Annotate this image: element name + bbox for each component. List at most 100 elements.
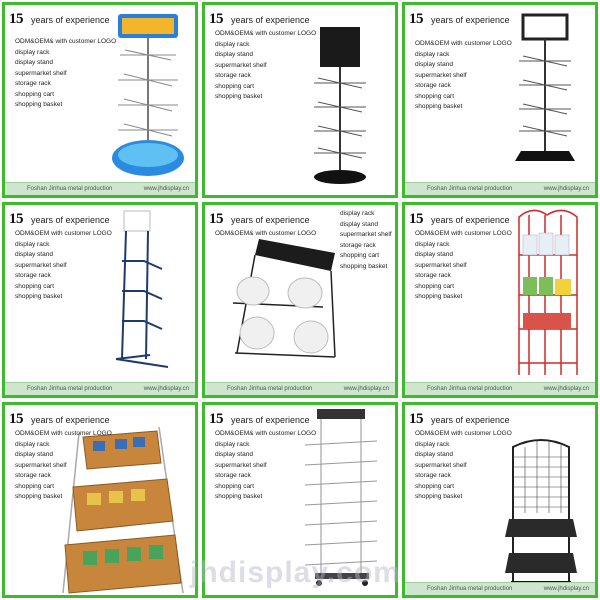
feature-item: storage rack (15, 272, 51, 279)
feature-list: ODM&OEM& with customer LOGO display rack… (215, 29, 316, 103)
feature-list-side: display rack display stand supermarket s… (340, 209, 392, 272)
feature-item: display rack (215, 40, 250, 48)
card-footer: Foshan Jinhua metal production www.jhdis… (5, 182, 195, 195)
feature-list: ODM&OEM with customer LOGO display rack … (415, 229, 512, 303)
feature-item: supermarket shelf (415, 461, 467, 469)
footer-company: Foshan Jinhua metal production (427, 186, 513, 192)
feature-list: ODM&OEM with customer LOGO display rack … (415, 39, 512, 113)
years-label: years of experience (231, 215, 310, 225)
years-label: years of experience (431, 215, 510, 225)
product-card-wicker-basket-rack[interactable]: 15 years of experience ODM&OEM with cust… (2, 402, 198, 598)
product-card-red-wire-rack[interactable]: 15 years of experience ODM&OEM with cust… (402, 202, 598, 398)
experience-heading: 15 years of experience (209, 411, 310, 428)
feature-item: shopping cart (215, 82, 255, 90)
footer-site: www.jhdisplay.cn (343, 386, 389, 392)
years-number: 15 (409, 11, 424, 27)
feature-item: shopping basket (415, 293, 463, 300)
card-footer: Foshan Jinhua metal production www.jhdis… (205, 382, 395, 395)
product-card-candy-jar-rack[interactable]: 15 years of experience ODM&OEM& with cus… (202, 202, 398, 398)
years-number: 15 (9, 411, 24, 427)
feature-item: storage rack (415, 272, 451, 279)
product-card-white-gondola-rack[interactable]: 15 years of experience ODM&OEM& with cus… (202, 402, 398, 598)
feature-item: shopping cart (415, 282, 455, 290)
years-label: years of experience (31, 415, 110, 425)
feature-item: supermarket shelf (215, 61, 267, 69)
footer-company: Foshan Jinhua metal production (27, 186, 113, 192)
feature-item: shopping basket (215, 93, 263, 100)
experience-heading: 15 years of experience (409, 411, 510, 428)
feature-item: display stand (15, 59, 53, 66)
feature-item: shopping cart (15, 90, 55, 98)
feature-item: shopping cart (415, 482, 455, 490)
feature-item: display rack (415, 50, 450, 58)
feature-item: display rack (340, 210, 375, 217)
product-card-spinner-blue[interactable]: 15 years of experience ODM&OEM& with cus… (2, 2, 198, 198)
years-label: years of experience (231, 15, 310, 25)
years-number: 15 (409, 411, 424, 427)
feature-item: storage rack (415, 82, 451, 89)
product-card-pole-frame-black[interactable]: 15 years of experience ODM&OEM with cust… (402, 2, 598, 198)
feature-item: display stand (340, 220, 378, 228)
feature-item: supermarket shelf (415, 71, 467, 79)
experience-heading: 15 years of experience (209, 211, 310, 228)
gondola-rack-image (304, 409, 378, 586)
feature-item: storage rack (215, 472, 251, 479)
wicker-rack-image (62, 426, 184, 594)
years-number: 15 (409, 211, 424, 227)
footer-company: Foshan Jinhua metal production (427, 586, 513, 592)
feature-item: ODM&OEM& with customer LOGO (215, 30, 317, 37)
feature-item: display rack (215, 440, 250, 448)
feature-item: shopping basket (15, 101, 63, 108)
feature-item: ODM&OEM& with customer LOGO (215, 430, 317, 437)
feature-item: display rack (15, 440, 50, 448)
feature-list: ODM&OEM with customer LOGO display rack … (15, 229, 112, 303)
feature-item: display rack (15, 240, 50, 248)
floor-rack-image (115, 210, 169, 368)
feature-item: shopping basket (15, 293, 63, 300)
feature-item: display stand (15, 251, 53, 258)
card-footer: Foshan Jinhua metal production www.jhdis… (405, 182, 595, 195)
feature-item: shopping basket (215, 493, 263, 500)
years-label: years of experience (431, 415, 510, 425)
footer-site: www.jhdisplay.cn (543, 186, 589, 192)
feature-item: shopping basket (15, 493, 63, 500)
product-card-floor-rack-blue[interactable]: 15 years of experience ODM&OEM with cust… (2, 202, 198, 398)
mesh-rack-image (505, 439, 577, 585)
feature-item: display rack (415, 240, 450, 248)
feature-item: ODM&OEM with customer LOGO (415, 230, 512, 237)
feature-item: storage rack (340, 241, 376, 249)
frame-rack-image (515, 13, 575, 161)
feature-item: ODM&OEM& with customer LOGO (15, 38, 117, 45)
feature-item: shopping cart (215, 482, 255, 490)
product-card-black-mesh-rack[interactable]: 15 years of experience ODM&OEM with cust… (402, 402, 598, 598)
experience-heading: 15 years of experience (9, 211, 110, 228)
card-footer: Foshan Jinhua metal production www.jhdis… (5, 382, 195, 395)
feature-item: supermarket shelf (15, 69, 67, 77)
footer-company: Foshan Jinhua metal production (227, 386, 313, 392)
feature-item: display stand (15, 451, 53, 458)
feature-item: shopping basket (340, 262, 388, 270)
footer-site: www.jhdisplay.cn (143, 186, 189, 192)
experience-heading: 15 years of experience (409, 211, 510, 228)
feature-item: storage rack (215, 72, 251, 79)
feature-item: storage rack (15, 80, 51, 87)
feature-list: ODM&OEM& with customer LOGO display rack… (15, 37, 116, 111)
feature-list: ODM&OEM with customer LOGO display rack … (15, 429, 112, 503)
feature-item: storage rack (15, 472, 51, 479)
footer-site: www.jhdisplay.cn (543, 386, 589, 392)
years-number: 15 (9, 211, 24, 227)
pole-rack-image (314, 27, 366, 184)
feature-item: ODM&OEM with customer LOGO (15, 230, 112, 237)
years-number: 15 (209, 211, 224, 227)
feature-item: storage rack (415, 472, 451, 479)
years-label: years of experience (231, 415, 310, 425)
feature-list: ODM&OEM& with customer LOGO (215, 229, 316, 240)
experience-heading: 15 years of experience (9, 411, 110, 428)
feature-list: ODM&OEM with customer LOGO display rack … (415, 429, 512, 503)
feature-item: supermarket shelf (340, 231, 392, 238)
product-card-pole-sign-black[interactable]: 15 years of experience ODM&OEM& with cus… (202, 2, 398, 198)
experience-heading: 15 years of experience (209, 11, 310, 28)
spinner-rack-image (112, 14, 184, 176)
footer-company: Foshan Jinhua metal production (27, 386, 113, 392)
